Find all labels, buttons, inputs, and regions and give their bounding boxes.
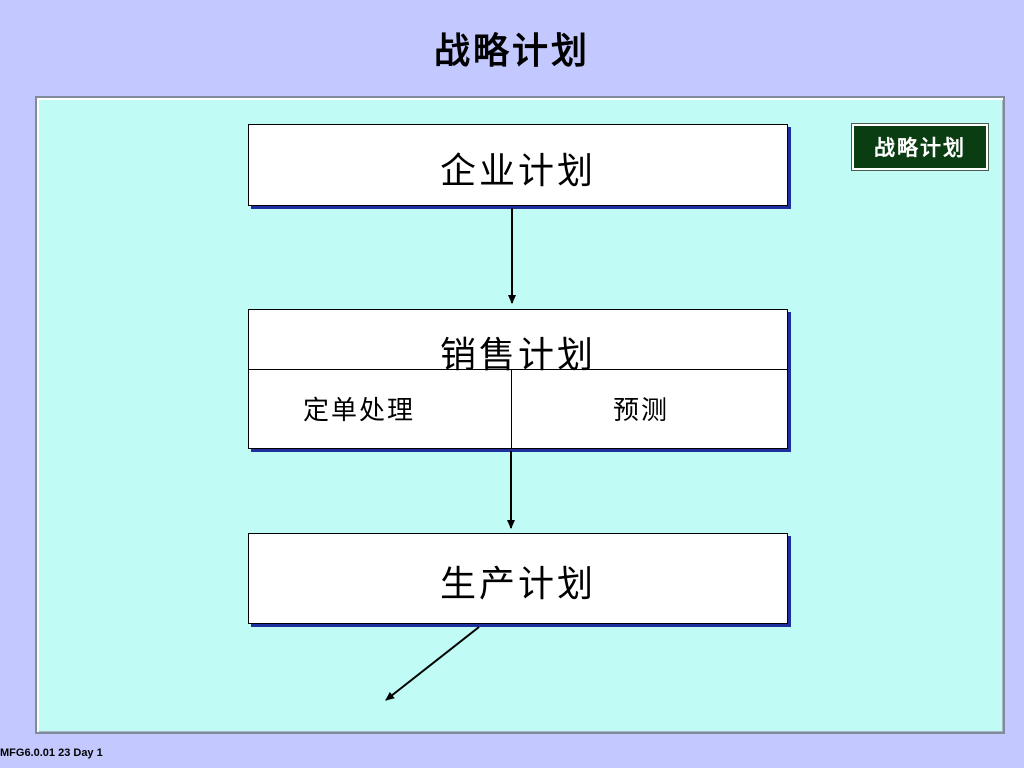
- sales-box-vertical-divider: [511, 370, 512, 449]
- footer-text: MFG6.0.01 23 Day 1: [0, 747, 103, 759]
- sales-plan-box: 销售计划 定单处理 预测: [248, 309, 788, 449]
- production-plan-box: 生产计划: [248, 533, 788, 624]
- sales-box-horizontal-divider: [249, 369, 787, 370]
- enterprise-plan-box: 企业计划: [248, 124, 788, 206]
- order-processing-label: 定单处理: [303, 396, 416, 426]
- arrow-production-out: [385, 626, 480, 701]
- forecast-label: 预测: [613, 396, 670, 426]
- production-plan-label: 生产计划: [439, 564, 596, 605]
- section-badge: 战略计划: [851, 123, 989, 171]
- enterprise-plan-label: 企业计划: [439, 151, 596, 192]
- slide-title: 战略计划: [433, 30, 590, 72]
